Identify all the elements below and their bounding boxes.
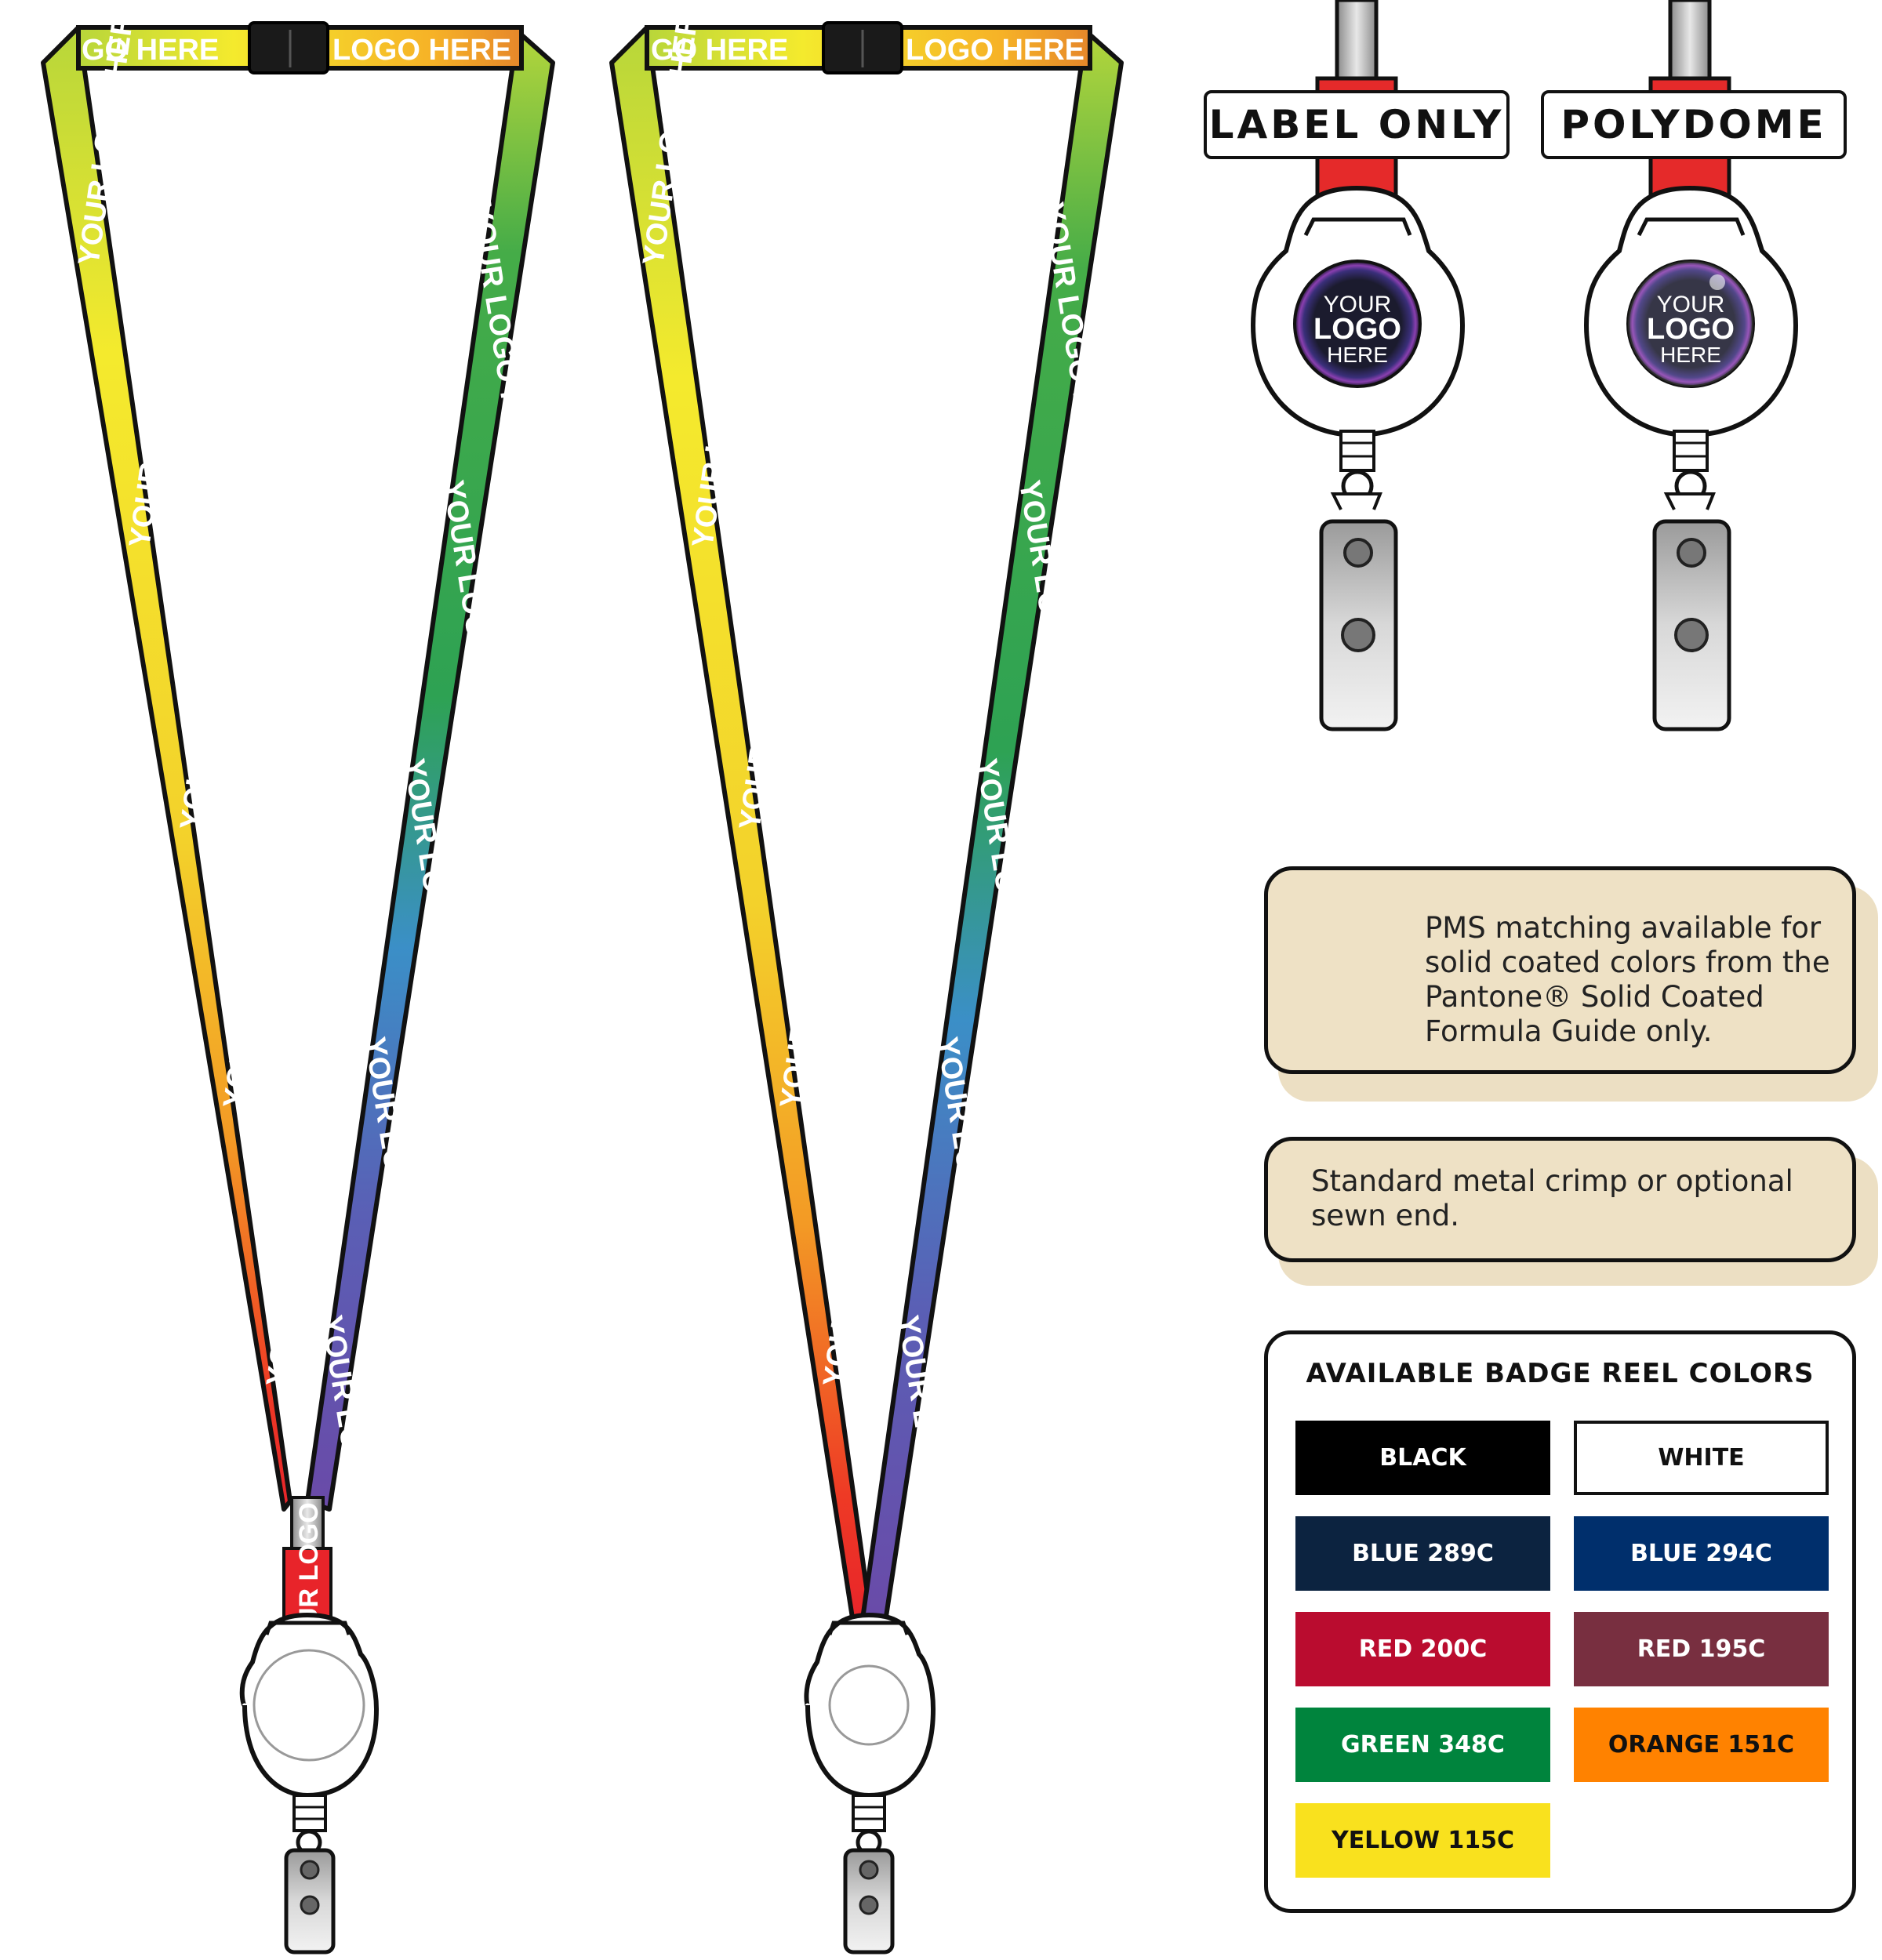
reel-detail-polydome-logo-disc — [1626, 260, 1755, 388]
lanyard-1-strap-logo: YOUR LOGO HERE — [217, 835, 288, 1110]
crimp-note-text: Standard metal crimp or optional sewn en… — [1311, 1164, 1793, 1232]
svg-text:UR LOGO: UR LOGO — [294, 1502, 324, 1627]
crimp-note-card: Standard metal crimp or optional sewn en… — [1264, 1137, 1856, 1262]
logo-disc-1-line2: LOGO — [1313, 313, 1401, 346]
color-swatch-black: BLACK — [1295, 1421, 1550, 1495]
lanyard-1-strap-logo: YOUR LOGO HERE — [174, 557, 245, 832]
pms-note-text: PMS matching available for solid coated … — [1425, 911, 1830, 1048]
color-swatch-blue-294c: BLUE 294C — [1574, 1516, 1829, 1591]
lanyard-1-right-strap — [305, 29, 555, 1512]
lanyard-2-top-logo-text-2: LOGO HERE — [906, 34, 1085, 67]
lanyard-1-metal-crimp — [290, 1496, 325, 1554]
logo-disc-1-line1: YOUR — [1324, 292, 1392, 318]
option-label-only: LABEL ONLY — [1204, 90, 1510, 159]
color-swatch-white: WHITE — [1574, 1421, 1829, 1495]
logo-disc-2-line3: HERE — [1660, 343, 1721, 367]
lanyard-1-top-logo-text: GO HERE — [82, 34, 219, 67]
reel-detail-label-only-logo-disc — [1293, 260, 1422, 388]
logo-disc-1-line3: HERE — [1327, 343, 1388, 367]
color-swatch-orange-151c: ORANGE 151C — [1574, 1708, 1829, 1782]
pms-note-card: PMS matching available for solid coated … — [1264, 866, 1856, 1074]
logo-disc-2-line1: YOUR — [1657, 292, 1725, 318]
lanyard-2-strap-logo: YOUR LOGO HERE — [733, 557, 804, 832]
lanyard-2-strap-logo: YOUR LOGO HERE — [817, 1113, 888, 1388]
badge-reel-colors-title: AVAILABLE BADGE REEL COLORS — [1306, 1358, 1815, 1389]
badge-reel-colors-panel: AVAILABLE BADGE REEL COLORS BLACK WHITE BL… — [1264, 1330, 1856, 1913]
lanyard-2-strap-logo: YOUR LOGO HERE — [774, 835, 845, 1110]
lanyard-1-breakaway-clasp — [248, 21, 329, 74]
color-swatch-green-348c: GREEN 348C — [1295, 1708, 1550, 1782]
reel-detail-label-only — [1250, 0, 1466, 731]
logo-disc-2-line2: LOGO — [1647, 313, 1735, 346]
option-polydome: POLYDOME — [1541, 90, 1847, 159]
color-swatch-red-200c: RED 200C — [1295, 1612, 1550, 1686]
lanyard-1-reel-face — [253, 1649, 365, 1762]
lanyard-2-reel-face — [828, 1664, 910, 1746]
lanyard-2: GO HERE LOGO HERE YOUR LOGO HERE YOUR LO… — [609, 0, 1124, 1955]
lanyard-2-top-logo-text: GO HERE — [651, 34, 788, 67]
color-swatch-blue-289c: BLUE 289C — [1295, 1516, 1550, 1591]
color-swatch-red-195c: RED 195C — [1574, 1612, 1829, 1686]
lanyard-1-top-logo-text-2: LOGO HERE — [332, 34, 511, 67]
lanyard-1: GO HERE LOGO HERE YOUR LOGO HERE YOUR LO… — [41, 0, 555, 1955]
color-swatch-yellow-115c: YELLOW 115C — [1295, 1803, 1550, 1878]
